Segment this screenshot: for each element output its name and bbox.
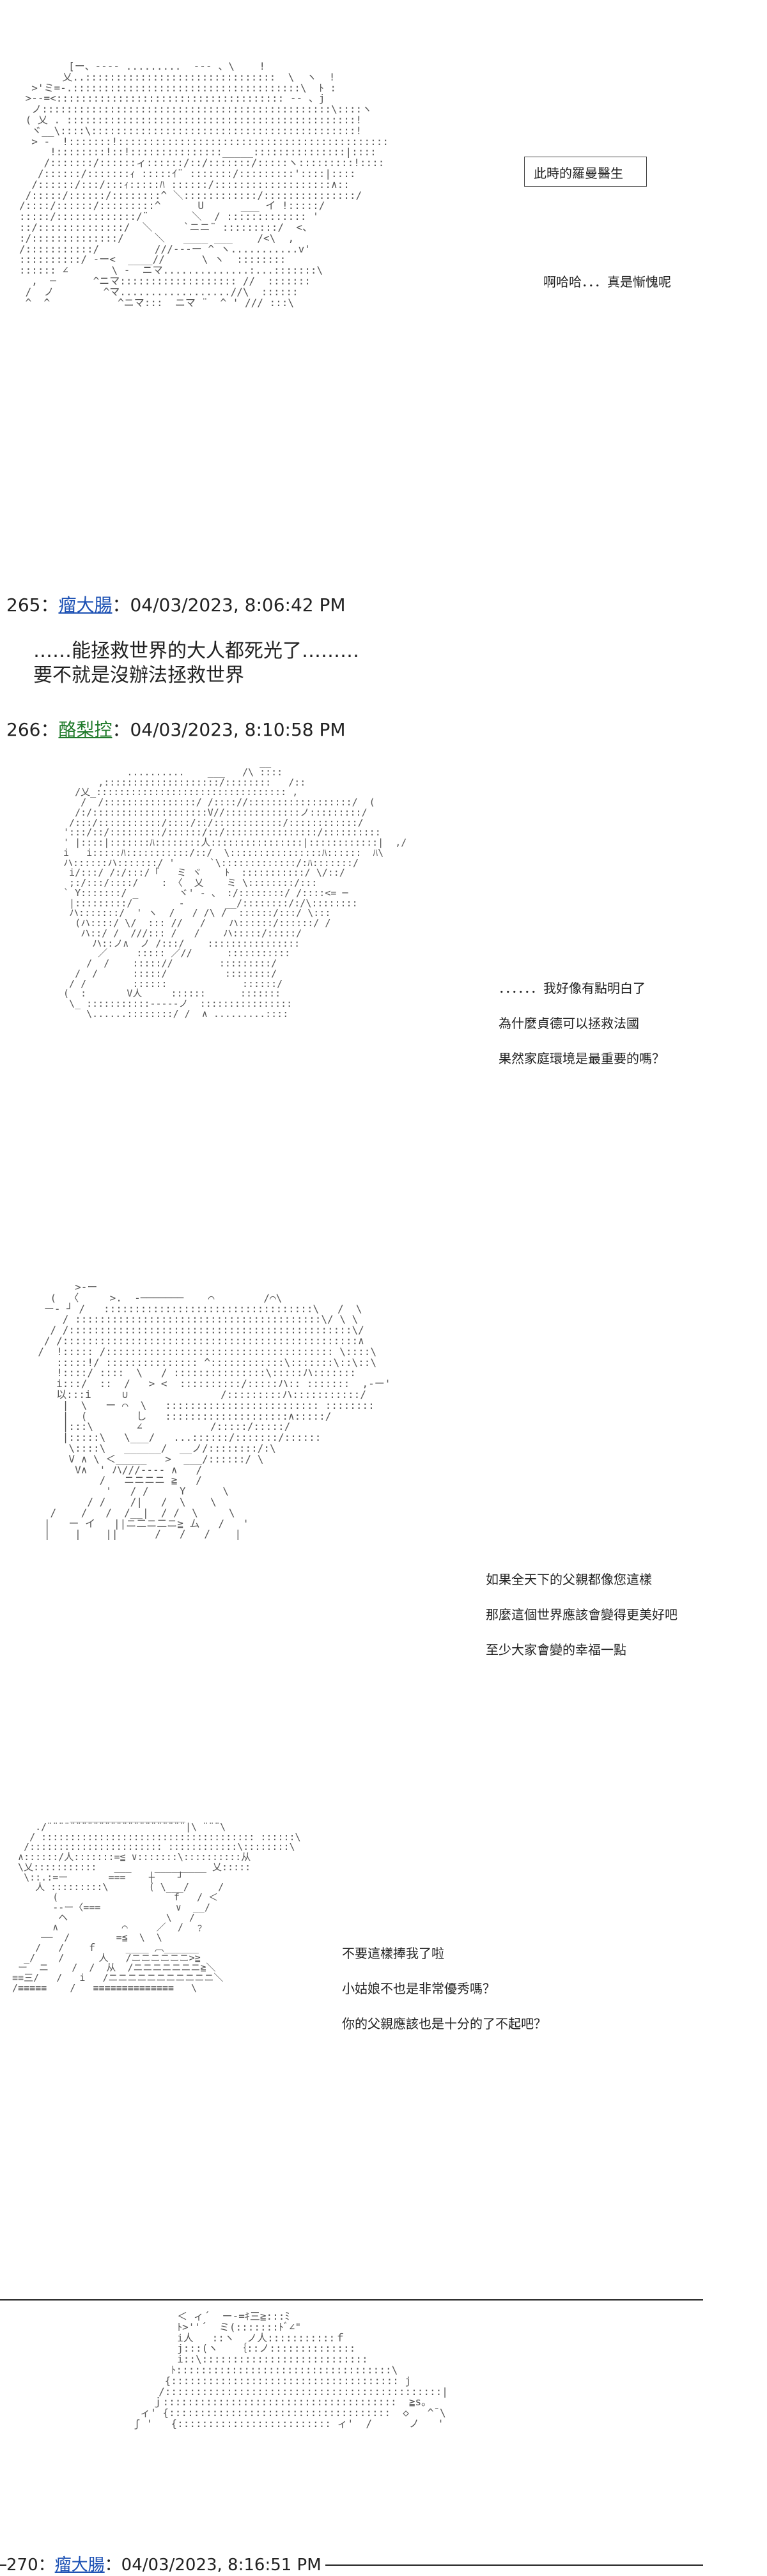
post-date: ：04/03/2023, 8:06:42 PM: [112, 594, 346, 616]
poster-name-link[interactable]: 酪梨控: [58, 719, 112, 740]
dialogue-line: 啊哈哈．．．真是慚愧呢: [543, 274, 671, 290]
post-number: 266: [6, 719, 41, 740]
dialogue-line: 為什麼貞德可以拯救法國: [499, 1016, 639, 1031]
post-body-line: ……能拯救世界的大人都死光了………: [33, 640, 359, 662]
dialogue-line: 你的父親應該也是十分的了不起吧？: [342, 2016, 546, 2031]
divider-bottom: [0, 2564, 703, 2566]
post-separator: ：: [38, 2556, 55, 2575]
ascii-art-closeup: ＜ ィ´ ー‐=ｷ三≧:::ﾐ ﾄ>''´ ミ(:::::::ﾄﾞ∠" i人 :…: [134, 2310, 448, 2430]
caption-box: 此時的羅曼醫生: [524, 157, 647, 187]
post-header-270: 270：瘤大腸：04/03/2023, 8:16:51 PM: [6, 2552, 325, 2575]
post-header-265: 265：瘤大腸：04/03/2023, 8:06:42 PM: [6, 591, 346, 617]
caption-text: 此時的羅曼醫生: [534, 166, 623, 181]
post-number: 270: [6, 2556, 38, 2575]
poster-name-link[interactable]: 瘤大腸: [54, 2556, 105, 2575]
dialogue-line: 那麼這個世界應該會變得更美好吧: [486, 1607, 678, 1622]
post-separator: ：: [40, 594, 59, 616]
ascii-art-roman-2: ____________________ ./¨¨¨¨¨¨¨¨¨¨¨¨¨¨¨¨¨…: [12, 1811, 301, 1994]
post-separator: ：: [40, 719, 59, 740]
dialogue-line: 至少大家會變的幸福一點: [486, 1642, 626, 1657]
post-date: ：04/03/2023, 8:16:51 PM: [104, 2556, 322, 2575]
ascii-art-girl-smile: >-ー ( 〈 >. ‐─────── ⌒ /⌒\ ー- ┘ / :::::::…: [38, 1281, 391, 1540]
dialogue-line: ．．．．．．我好像有點明白了: [499, 981, 646, 996]
ascii-art-girl: __ .......... ___ /\ :::: ,:::::::::::::…: [63, 756, 407, 1020]
divider-top: [0, 2299, 703, 2301]
dialogue-line: 如果全天下的父親都像您這樣: [486, 1572, 652, 1587]
poster-name-link[interactable]: 瘤大腸: [58, 594, 112, 616]
post-body-line: 要不就是沒辦法拯救世界: [33, 664, 244, 687]
post-header-266: 266：酪梨控：04/03/2023, 8:10:58 PM: [6, 716, 346, 741]
dialogue-line: 果然家庭環境是最重要的嗎？: [499, 1051, 665, 1066]
dialogue-line: 不要這樣捧我了啦: [342, 1946, 444, 1961]
post-number: 265: [6, 594, 41, 616]
post-date: ：04/03/2023, 8:10:58 PM: [112, 719, 346, 740]
dialogue-line: 小姑娘不也是非常優秀嗎？: [342, 1981, 495, 1996]
ascii-art-roman: [ー、---- ......... --- 、\ ! 乂..::::::::::…: [19, 60, 389, 309]
